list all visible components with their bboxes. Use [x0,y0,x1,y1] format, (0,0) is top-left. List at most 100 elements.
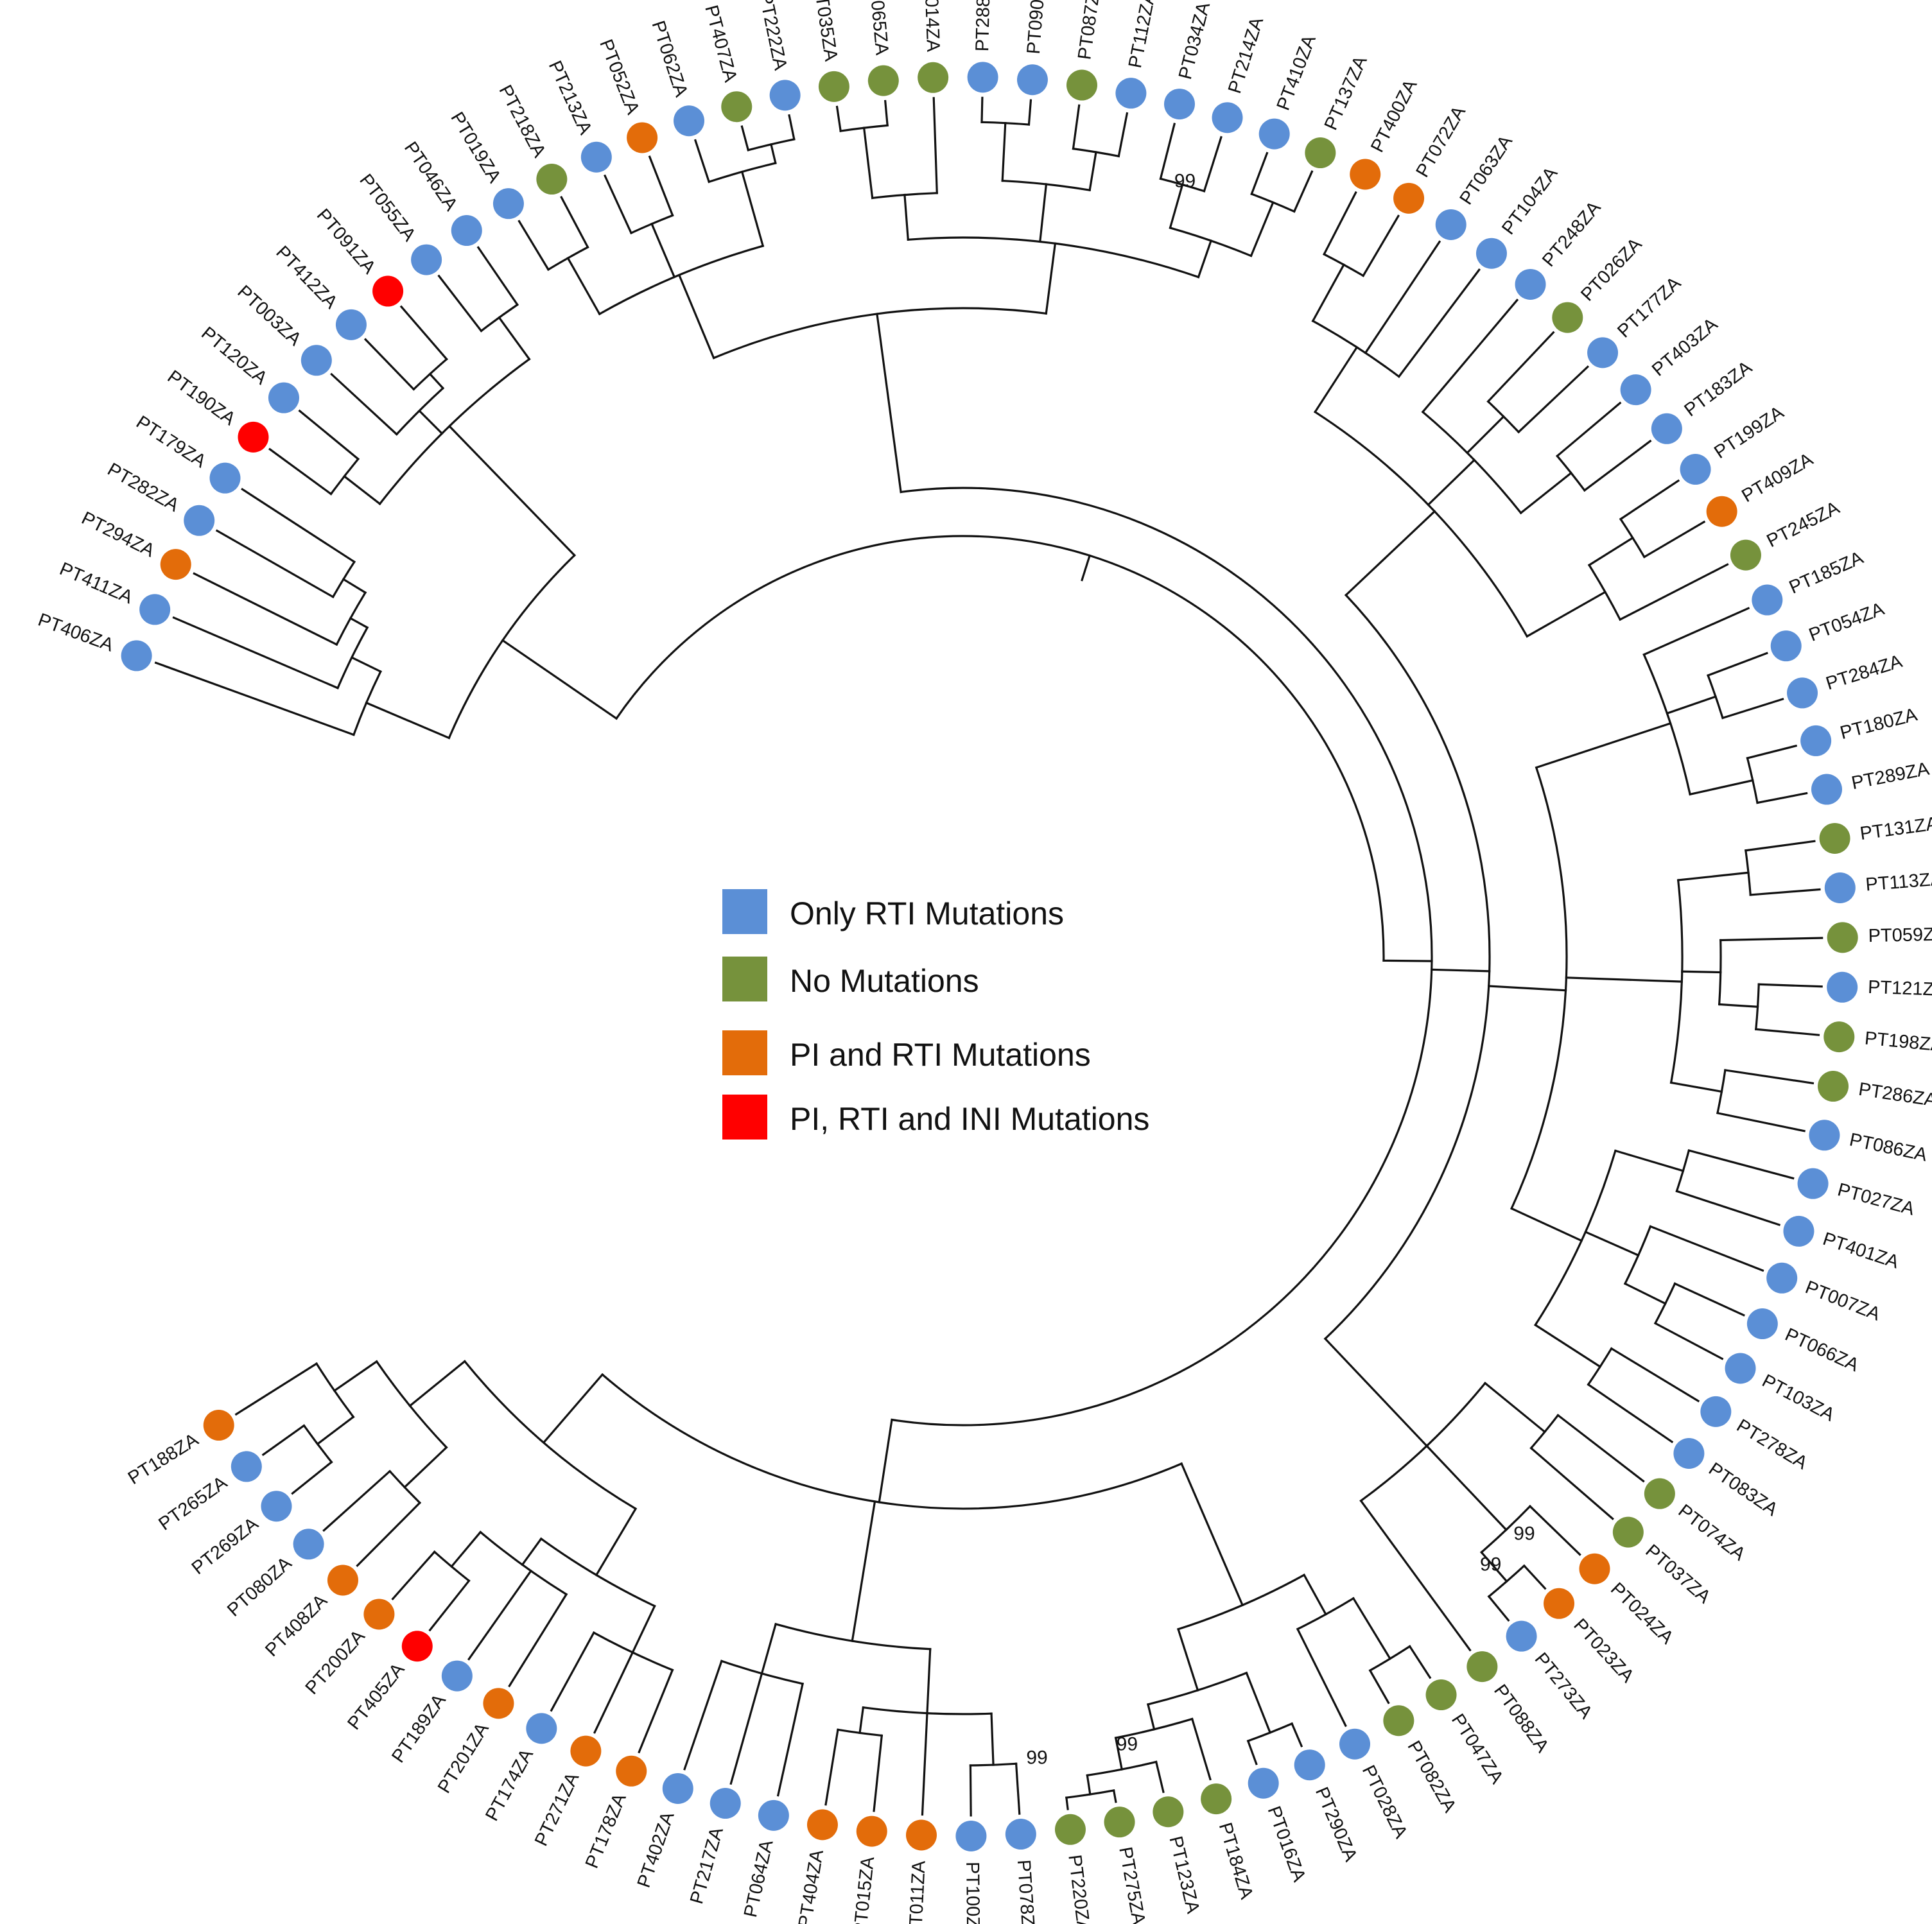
tip-marker-pt011za [905,1819,937,1851]
tree-radial-branch [932,97,938,195]
tree-arc-branch [1311,319,1401,378]
tree-radial-branch [1517,365,1590,434]
tree-radial-branch [683,1660,723,1771]
tip-marker-pt103za [1725,1353,1756,1384]
leaf-label-pt059za: PT059ZA [1868,924,1932,946]
tree-radial-branch [560,196,589,249]
leaf-label-pt289za: PT289ZA [1850,758,1931,793]
tip-marker-pt066za [1746,1308,1778,1340]
bootstrap-value: 99 [1513,1523,1535,1545]
tip-marker-pt074za [1644,1478,1675,1509]
tip-marker-pt052za [627,122,658,153]
leaf-label-pt011za: PT011ZA [905,1860,930,1924]
tree-arc-branch [1653,1282,1676,1325]
tree-radial-branch [1565,976,1683,983]
tree-radial-branch [518,220,550,272]
tree-radial-branch [1669,1081,1723,1093]
tree-arc-branch [539,1537,656,1608]
leaf-label-pt055za: PT055ZA [355,170,419,245]
tip-marker-pt288za [967,62,998,93]
tree-radial-branch [677,273,715,360]
tree-arc-branch [331,560,356,598]
tip-marker-pt014za [918,62,949,93]
tree-radial-branch [1159,123,1176,180]
tip-marker-pt222za [769,80,801,111]
leaf-label-pt065za: PT065ZA [865,0,892,56]
tip-marker-pt278za [1700,1396,1732,1427]
tree-arc-branch [774,1622,932,1651]
tip-marker-pt220za [1054,1814,1086,1845]
tree-radial-branch [291,1460,333,1495]
tree-radial-branch [1001,121,1007,182]
tree-radial-branch [648,155,674,217]
tree-radial-branch [261,1424,306,1457]
tip-marker-pt007za [1766,1262,1798,1294]
tree-radial-branch [1526,590,1607,638]
legend-item-pi-rti: PI and RTI Mutations [722,1030,1300,1075]
leaf-label-pt054za: PT054ZA [1806,598,1888,645]
tip-marker-pt003za [300,345,332,376]
tip-marker-pt214za [1212,102,1243,134]
tree-arc-branch [352,670,382,736]
tree-radial-branch [1623,1282,1667,1305]
legend-swatch-pi-rti [722,1030,767,1075]
tree-root-stub [1081,554,1092,582]
leaf-label-pt112za: PT112ZA [1125,0,1160,70]
tip-marker-pt403za [1620,374,1651,406]
leaf-label-pt190za: PT190ZA [164,367,239,430]
tip-marker-pt213za [580,141,612,173]
tree-radial-branch [1114,1737,1124,1771]
leaf-label-pt016za: PT016ZA [1264,1803,1310,1885]
tree-radial-branch [729,1672,763,1785]
tip-marker-pt072za [1393,182,1425,214]
leaf-label-pt410za: PT410ZA [1273,32,1321,114]
leaf-label-pt406za: PT406ZA [35,610,117,656]
tree-radial-branch [1483,1382,1547,1434]
tip-marker-pt190za [238,421,269,453]
tip-marker-pt405za [401,1631,433,1662]
leaf-label-pt007za: PT007ZA [1802,1277,1883,1325]
tip-marker-pt265za [231,1451,262,1482]
tree-radial-branch [448,424,577,557]
tree-radial-branch [1039,183,1048,243]
tree-branches [154,96,1823,1817]
tree-arc-branch [478,1530,568,1596]
leaf-label-pt034za: PT034ZA [1175,0,1214,82]
tree-radial-branch [1408,1645,1432,1679]
legend-item-pi-rti-ini: PI, RTI and INI Mutations [722,1095,1300,1140]
tip-marker-pt406za [121,640,152,672]
tip-marker-pt178za [616,1755,647,1787]
tree-radial-branch [1719,937,1823,942]
tip-marker-pt402za [662,1772,693,1804]
tree-radial-branch [740,125,750,152]
tip-marker-pt035za [818,71,849,102]
tip-marker-pt201za [483,1688,514,1719]
leaf-label-pt131za: PT131ZA [1859,813,1932,844]
tree-arc-branch [1675,1149,1691,1193]
tree-radial-branch [873,1734,883,1812]
leaf-label-pt217za: PT217ZA [686,1824,727,1906]
leaf-label-pt402za: PT402ZA [634,1809,679,1891]
tree-radial-branch [595,1507,638,1577]
legend-item-rti: Only RTI Mutations [722,889,1300,934]
tip-marker-pt294za [160,549,191,580]
leaf-label-pt123za: PT123ZA [1165,1834,1203,1916]
tree-radial-branch [1427,458,1476,507]
leaf-label-pt275za: PT275ZA [1115,1845,1149,1924]
leaf-label-pt265za: PT265ZA [155,1472,231,1534]
tree-radial-branch [1619,479,1680,521]
tree-radial-branch [1245,1671,1272,1734]
tree-radial-branch [1291,1722,1303,1747]
tree-arc-branch [1556,455,1587,492]
tree-radial-branch [1642,607,1750,656]
leaf-label-pt403za: PT403ZA [1648,314,1722,381]
tree-arc-branch [712,307,1048,360]
tip-marker-pt082za [1383,1705,1414,1737]
tip-marker-pt055za [411,244,442,275]
tree-radial-branch [1522,1564,1547,1590]
tree-arc-branch [1246,1722,1294,1742]
tree-radial-branch [403,1446,448,1489]
tree-arc-branch [1642,653,1692,796]
tip-marker-pt016za [1248,1767,1279,1799]
